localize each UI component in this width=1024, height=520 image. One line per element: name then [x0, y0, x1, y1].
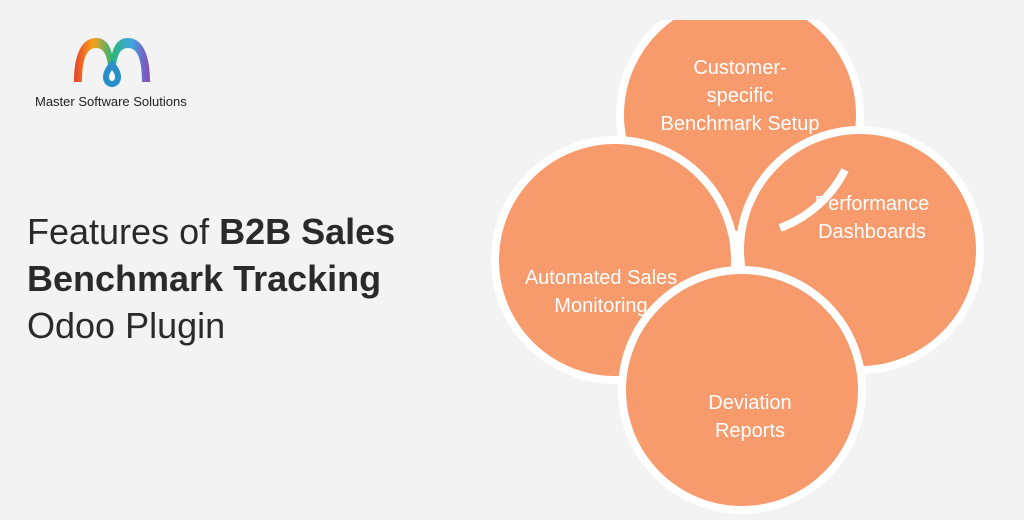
title-line-1-bold: B2B Sales	[219, 211, 396, 252]
title-line-2-bold: Benchmark Tracking	[27, 258, 382, 299]
circle-bottom	[618, 266, 866, 514]
features-diagram-circles	[491, 20, 984, 514]
circle-top-overlap-arc	[778, 168, 849, 232]
node-label-line: Reports	[714, 420, 786, 442]
node-label-customer-benchmark-setup: Customer- specific Benchmark Setup	[640, 54, 840, 138]
node-label-line: Benchmark Setup	[660, 113, 820, 135]
features-diagram: Customer- specific Benchmark Setup Perfo…	[480, 20, 1000, 520]
node-label-line: Monitoring	[554, 295, 648, 317]
node-label-automated-sales-monitoring: Automated Sales Monitoring	[501, 264, 701, 320]
node-label-line: Customer-	[693, 57, 787, 79]
brand-logo: Master Software Solutions	[30, 30, 210, 115]
node-label-line: Automated Sales	[524, 267, 678, 289]
node-label-line: specific	[706, 85, 774, 107]
brand-logo-icon	[74, 38, 150, 87]
page-title: Features of B2B Sales Benchmark Tracking…	[27, 208, 395, 349]
node-label-line: Deviation	[708, 392, 792, 414]
node-label-line: Performance	[814, 193, 930, 215]
title-line-1: Features of B2B Sales	[27, 208, 395, 255]
node-label-performance-dashboards: Performance Dashboards	[772, 190, 972, 246]
brand-name: Master Software Solutions	[35, 94, 187, 109]
title-line-1-normal: Features of	[27, 211, 220, 252]
node-label-deviation-reports: Deviation Reports	[650, 389, 850, 445]
node-label-line: Dashboards	[818, 221, 926, 243]
title-line-3: Odoo Plugin	[27, 305, 226, 346]
